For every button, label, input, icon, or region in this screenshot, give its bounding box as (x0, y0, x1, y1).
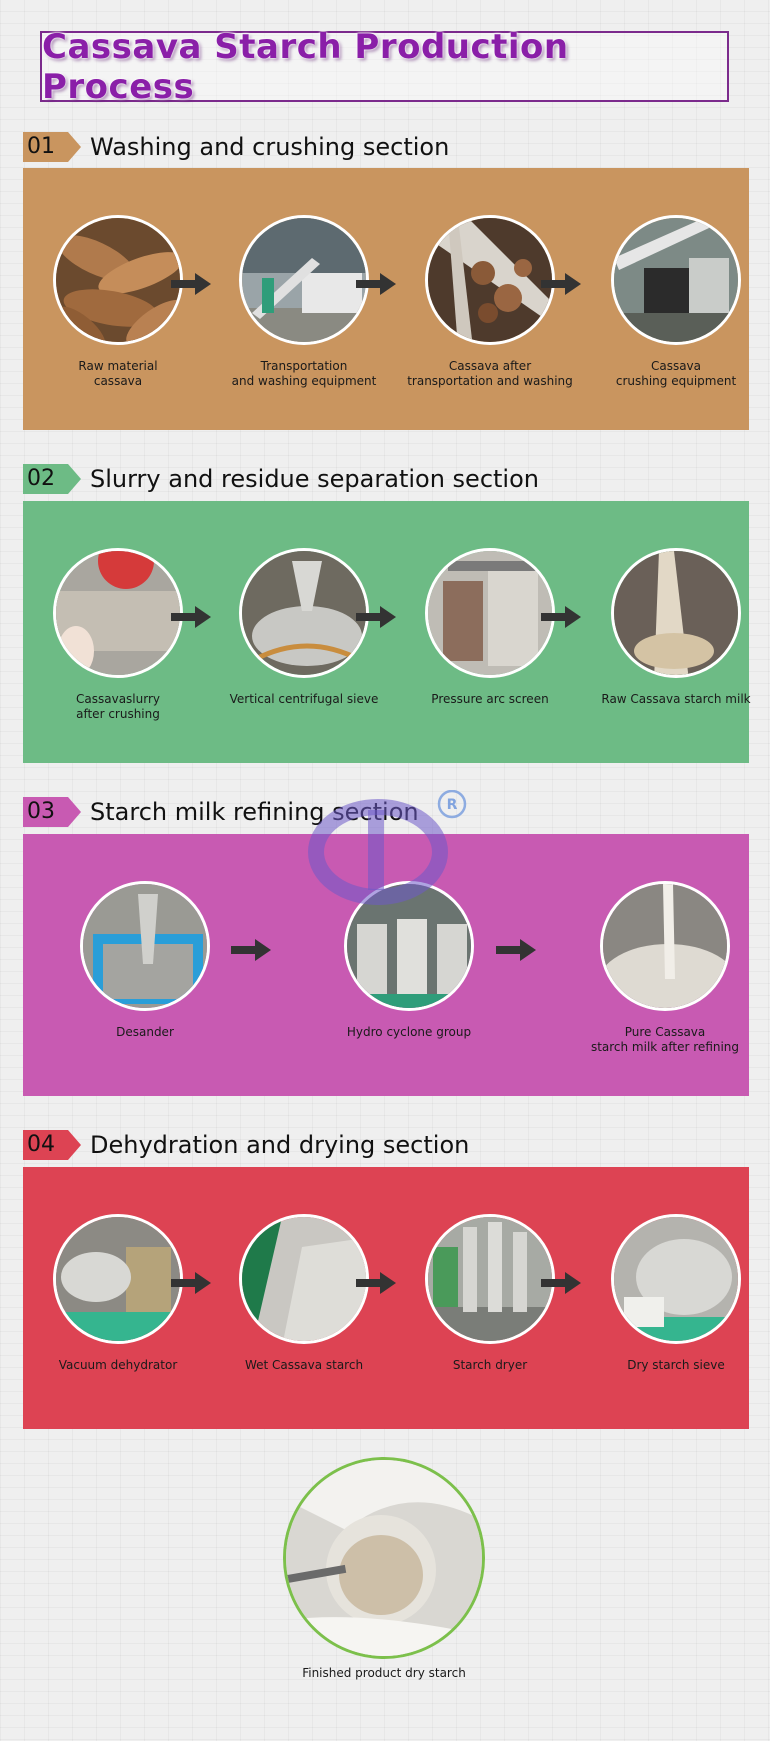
page-title: Cassava Starch Production Process (42, 26, 569, 107)
desander-photo (80, 881, 210, 1011)
vacuum-dehydrator-photo (53, 1214, 183, 1344)
step-pure-starch-milk: Pure Cassava starch milk after refining (575, 881, 755, 1055)
step-transport-washing: Transportation and washing equipment (214, 215, 394, 389)
section-1-number: 01 (27, 134, 55, 159)
step-dry-starch-sieve: Dry starch sieve (586, 1214, 766, 1373)
svg-text:R: R (447, 797, 458, 813)
section-1-number-tag: 01 (23, 132, 81, 162)
step-label: Raw material cassava (78, 359, 158, 388)
starch-dryer-photo (425, 1214, 555, 1344)
crushing-equipment-photo (611, 215, 741, 345)
step-vertical-sieve: Vertical centrifugal sieve (214, 548, 394, 707)
pure-starch-milk-photo (600, 881, 730, 1011)
section-1-header: 01 Washing and crushing section (23, 131, 449, 163)
step-label: Desander (116, 1025, 174, 1039)
section-3-header: 03 Starch milk refining section (23, 796, 419, 828)
raw-starch-milk-photo (611, 548, 741, 678)
hydro-cyclone-photo (344, 881, 474, 1011)
title-box: Cassava Starch Production Process (40, 27, 729, 107)
section-2-panel: Cassavaslurry after crushing Vertical ce… (23, 501, 751, 763)
vertical-sieve-photo (239, 548, 369, 678)
step-desander: Desander (55, 881, 235, 1040)
arrow-right-icon (356, 606, 396, 628)
arrow-right-icon (171, 606, 211, 628)
washed-cassava-photo (425, 215, 555, 345)
step-label: Starch dryer (452, 1358, 528, 1372)
arrow-right-icon (541, 1272, 581, 1294)
step-label: Pure Cassava starch milk after refining (590, 1025, 740, 1054)
arrow-right-icon (231, 939, 271, 961)
arrow-right-icon (496, 939, 536, 961)
step-label: Cassava crushing equipment (615, 359, 737, 388)
section-4-number-tag: 04 (23, 1130, 81, 1160)
step-cassava-washed: Cassava after transportation and washing (400, 215, 580, 389)
section-3-number-tag: 03 (23, 797, 81, 827)
arrow-right-icon (356, 273, 396, 295)
step-label: Vacuum dehydrator (58, 1358, 178, 1372)
section-1-panel: Raw material cassava Transportation and … (23, 168, 749, 430)
step-label: Dry starch sieve (627, 1358, 725, 1372)
section-4-title: Dehydration and drying section (90, 1131, 470, 1159)
section-1-title: Washing and crushing section (90, 133, 450, 161)
step-cassava-slurry: Cassavaslurry after crushing (28, 548, 208, 722)
step-label: Wet Cassava starch (244, 1358, 364, 1372)
section-2-number: 02 (27, 466, 55, 491)
step-crushing-equipment: Cassava crushing equipment (586, 215, 766, 389)
section-3-panel: Desander Hydro cyclone group Pure Cass (23, 834, 749, 1096)
arrow-right-icon (541, 273, 581, 295)
pressure-arc-screen-photo (425, 548, 555, 678)
arrow-right-icon (541, 606, 581, 628)
step-label: Hydro cyclone group (346, 1025, 472, 1039)
section-4-header: 04 Dehydration and drying section (23, 1129, 469, 1161)
step-label: Raw Cassava starch milk (601, 692, 751, 706)
step-label: Transportation and washing equipment (231, 359, 377, 388)
arrow-right-icon (171, 1272, 211, 1294)
step-starch-dryer: Starch dryer (400, 1214, 580, 1373)
step-vacuum-dehydrator: Vacuum dehydrator (28, 1214, 208, 1373)
section-4-number: 04 (27, 1132, 55, 1157)
step-label: Cassava after transportation and washing (407, 359, 573, 388)
finished-product-photo (283, 1457, 485, 1659)
section-2-header: 02 Slurry and residue separation section (23, 463, 539, 495)
section-3-title: Starch milk refining section (90, 798, 419, 826)
wet-starch-photo (239, 1214, 369, 1344)
step-label: Pressure arc screen (431, 692, 549, 706)
step-hydro-cyclone: Hydro cyclone group (319, 881, 499, 1040)
arrow-right-icon (171, 273, 211, 295)
step-label: Vertical centrifugal sieve (229, 692, 379, 706)
step-label: Cassavaslurry after crushing (76, 692, 160, 721)
section-2-number-tag: 02 (23, 464, 81, 494)
cassava-slurry-photo (53, 548, 183, 678)
section-3-number: 03 (27, 799, 55, 824)
section-4-panel: Vacuum dehydrator Wet Cassava starch (23, 1167, 749, 1429)
finished-product-label: Finished product dry starch (302, 1666, 466, 1680)
step-wet-starch: Wet Cassava starch (214, 1214, 394, 1373)
step-raw-cassava: Raw material cassava (28, 215, 208, 389)
arrow-right-icon (356, 1272, 396, 1294)
section-2-title: Slurry and residue separation section (90, 465, 539, 493)
raw-cassava-photo (53, 215, 183, 345)
dry-starch-sieve-photo (611, 1214, 741, 1344)
step-raw-starch-milk: Raw Cassava starch milk (586, 548, 766, 707)
transport-washing-photo (239, 215, 369, 345)
